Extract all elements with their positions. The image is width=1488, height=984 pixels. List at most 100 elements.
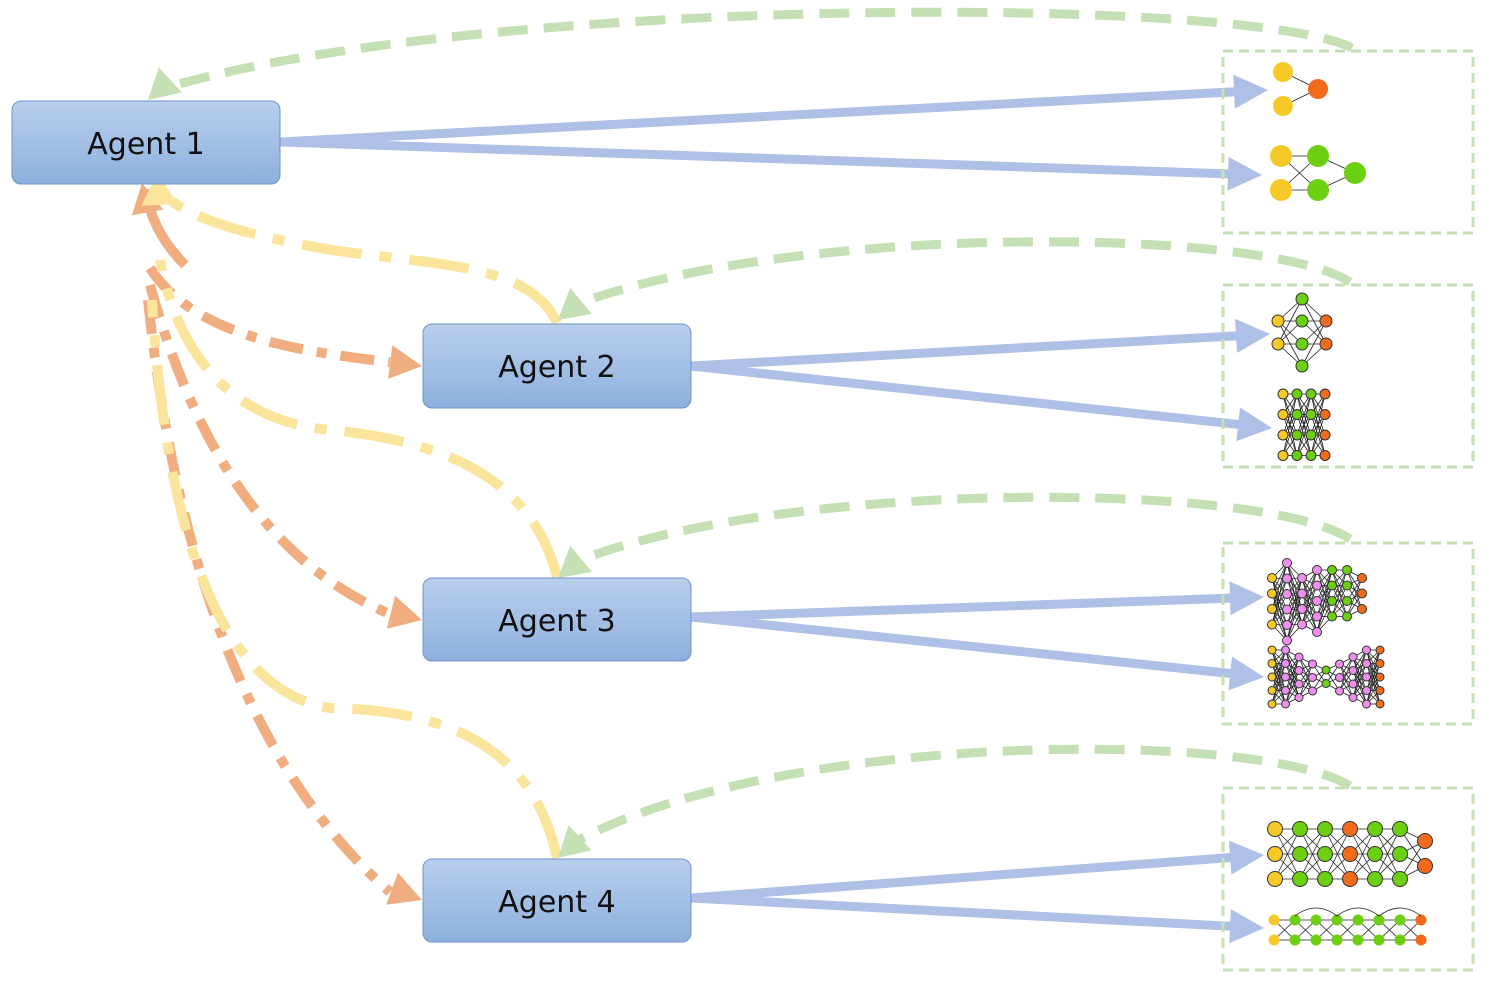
agent-2-box[interactable]: Agent 2 [422,323,692,409]
agent-4-box[interactable]: Agent 4 [422,858,692,943]
net-edge [1310,393,1326,436]
net-node [1319,388,1331,400]
output-arrow-line [279,137,1233,179]
net-node [1327,611,1337,622]
net-node [1310,934,1322,946]
net-edge [1296,414,1312,456]
net-node [1367,821,1383,837]
net-node [1394,914,1406,926]
net-edge [1310,393,1326,456]
net-node [1327,596,1337,606]
agent-to-agent1-arrow [155,259,562,579]
net-node [1321,665,1331,675]
net-node [1294,679,1304,689]
net-node [1270,145,1292,167]
net-edge [1331,569,1348,617]
net-node [1415,914,1427,926]
net-node [1282,573,1292,584]
net-node [1319,337,1333,351]
net-node [1282,635,1292,646]
net-edge [1352,649,1367,685]
net-edge [1285,670,1300,705]
small-net-icon [1273,62,1328,116]
net-node [1294,666,1304,675]
net-node [1373,914,1385,926]
agent1-to-agent-arrow-head [386,872,422,905]
output-arrow-head [1229,581,1264,616]
net-node [1357,588,1367,599]
agent-3-box[interactable]: Agent 3 [422,577,692,662]
net-node [1307,145,1329,167]
net-edge [1316,569,1333,617]
net-node [1295,359,1309,373]
net-edge [1366,649,1381,705]
net-node [1352,914,1364,926]
net-edge [1286,577,1303,626]
deep-mlp-net-icon [1277,388,1331,461]
net-node [1312,580,1322,591]
net-edge [1296,393,1312,456]
net-edge [1301,298,1327,345]
net-edge [1286,593,1303,641]
mlp-net-icon [1271,292,1333,373]
net-node [1348,666,1358,675]
net-node [1267,846,1283,862]
net-node [1289,914,1301,926]
net-node [1375,645,1385,655]
net-node [1375,659,1385,668]
output-arrow-head [1235,318,1270,353]
net-node [1267,588,1277,599]
net-node [1417,833,1433,849]
net-edge [1349,828,1376,880]
net-node [1267,619,1277,630]
net-node [1282,604,1292,615]
net-edge [1277,320,1303,367]
net-node [1267,871,1283,887]
net-edge [1286,577,1303,641]
net-node [1312,565,1322,575]
feedback-arrow-head [148,67,182,100]
net-edge [1271,649,1286,678]
net-node [1295,314,1309,328]
net-node [1415,934,1427,946]
feedback-dashed-curve [572,744,1353,846]
net-node [1392,821,1408,837]
output-arrow-head [1228,840,1264,875]
net-node [1281,659,1290,668]
agent-2-label: Agent 2 [498,350,615,385]
net-node [1297,588,1307,599]
net-edge [1310,414,1326,456]
net-node [1292,871,1308,887]
output-arrow-head [1236,407,1272,442]
output-arrow-head [1227,156,1262,191]
net-node [1319,450,1331,461]
net-node [1357,604,1367,614]
skip-connection [1294,907,1338,917]
net-node [1327,580,1337,591]
net-node [1392,846,1408,862]
net-edge [1324,828,1351,880]
net-node [1417,858,1433,874]
net-node [1331,934,1343,946]
model-group-box-3 [1221,541,1475,726]
net-edge [1316,569,1333,602]
net-node [1342,871,1358,887]
feedback-arrow-head [558,287,592,320]
net-edge [1374,828,1401,880]
net-edge [1271,649,1286,691]
net-node [1291,409,1303,420]
net-edge [1277,298,1303,345]
net-node [1317,846,1333,862]
agent1-to-agent-arrow-head [386,595,422,629]
net-edge [1271,562,1288,610]
agent-1-box[interactable]: Agent 1 [11,100,281,185]
net-node [1308,659,1317,669]
model-group-box-4 [1221,786,1475,972]
net-node [1295,292,1309,306]
skip-connection-net-icon [1268,907,1427,946]
net-node [1362,699,1371,709]
net-node [1294,693,1304,702]
two-layer-net-icon [1270,145,1366,201]
inter-agent-arrows [131,173,562,905]
net-node [1297,619,1307,630]
